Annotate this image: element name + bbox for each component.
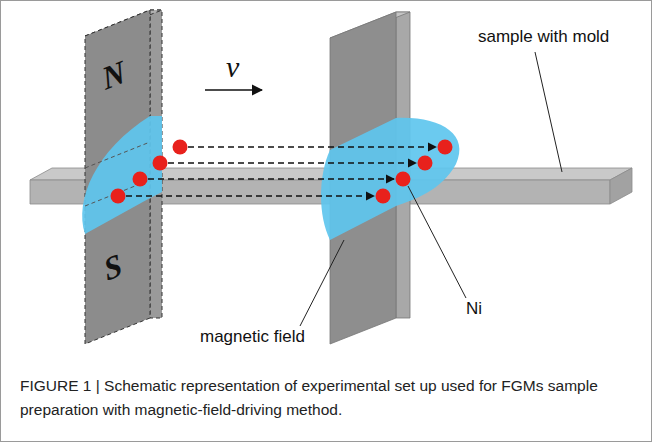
ni-particles	[111, 140, 453, 204]
figure-caption: FIGURE 1 | Schematic representation of e…	[20, 374, 620, 422]
migration-arrows	[126, 147, 436, 196]
left-magnet	[82, 10, 162, 344]
velocity-arrow	[205, 89, 262, 91]
velocity-label: v	[226, 50, 239, 83]
part-label: sample with mold	[478, 28, 609, 47]
right-magnet	[321, 12, 459, 344]
part-label: magnetic field	[200, 328, 305, 347]
leader-lines	[300, 52, 562, 326]
part-label: Ni	[466, 300, 482, 319]
